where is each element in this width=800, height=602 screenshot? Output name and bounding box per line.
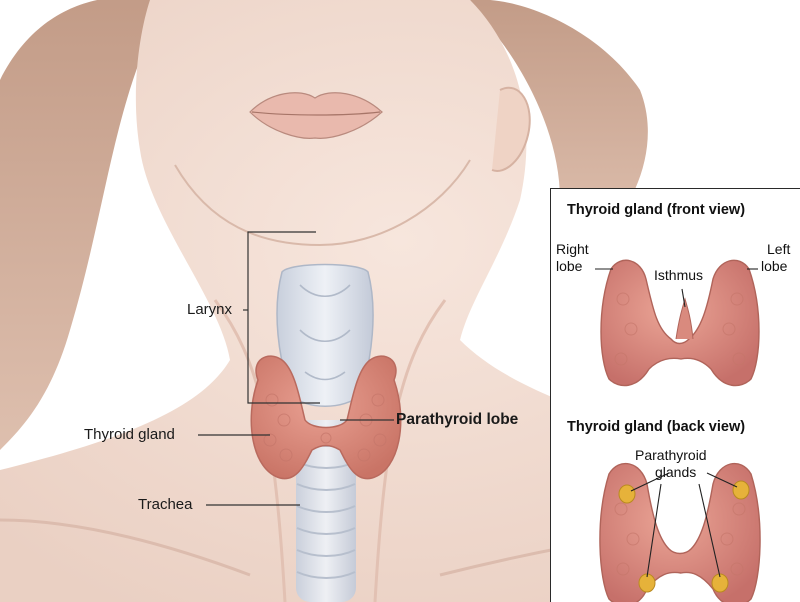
parathyroid-gland-upper-right xyxy=(619,485,635,503)
larynx-label: Larynx xyxy=(187,302,232,319)
isthmus-label: Isthmus xyxy=(654,267,703,283)
front-view-title: Thyroid gland (front view) xyxy=(567,202,745,218)
left-lobe-label-line1: Left xyxy=(767,241,790,257)
right-lobe-label-line2: lobe xyxy=(556,258,582,274)
parathyroid-gland-upper-left xyxy=(733,481,749,499)
parathyroid-glands-label-line1: Parathyroid xyxy=(635,447,707,463)
parathyroid-lobe-label: Parathyroid lobe xyxy=(396,411,518,428)
thyroid-inset-panel: Thyroid gland (front view) Right lobe Is… xyxy=(550,188,800,602)
trachea-label: Trachea xyxy=(138,497,192,514)
hair-left xyxy=(0,0,160,450)
thyroid-gland-label: Thyroid gland xyxy=(84,427,175,444)
left-lobe-label-line2: lobe xyxy=(761,258,787,274)
right-lobe-label-line1: Right xyxy=(556,241,589,257)
back-view-title: Thyroid gland (back view) xyxy=(567,419,745,435)
parathyroid-glands-label-line2: glands xyxy=(655,464,696,480)
